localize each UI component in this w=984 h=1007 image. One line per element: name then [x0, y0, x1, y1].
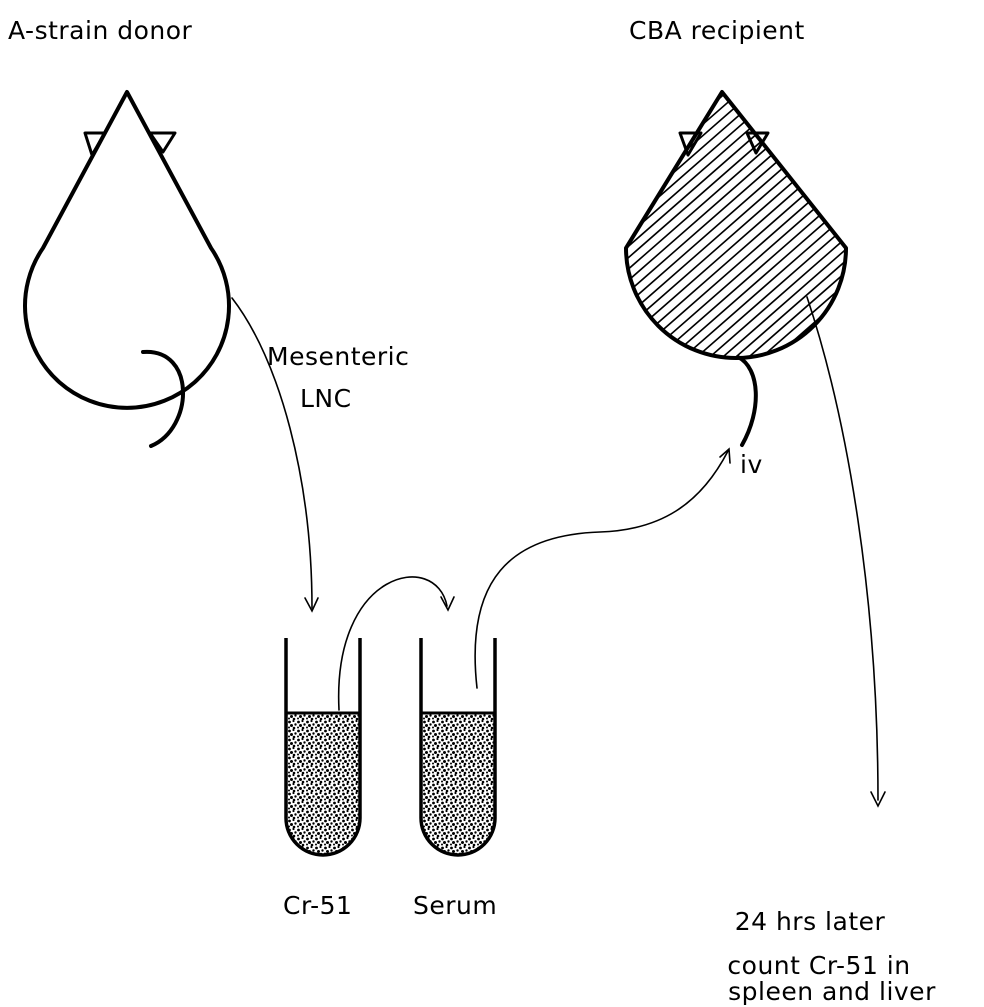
arrow-tube1-to-tube2 [339, 577, 447, 710]
hatch-line [838, 90, 984, 370]
hatch-line [383, 90, 703, 370]
hatch-line [84, 90, 404, 370]
hatch-line [370, 90, 690, 370]
hatch-line [305, 90, 625, 370]
hatch-line [253, 90, 573, 370]
hatch-line [201, 90, 521, 370]
hatch-line [162, 90, 482, 370]
hatch-line [292, 90, 612, 370]
route-label: iv [740, 450, 763, 479]
hatch-line [331, 90, 651, 370]
hatch-line [188, 90, 508, 370]
hatch-line [617, 90, 937, 370]
hatch-line [825, 90, 984, 370]
hatch-line [799, 90, 984, 370]
hatch-line [266, 90, 586, 370]
hatch-line [136, 90, 456, 370]
hatch-line [552, 90, 872, 370]
result-line2: count Cr-51 in [727, 951, 910, 980]
hatch-line [396, 90, 716, 370]
hatch-line [32, 90, 352, 370]
hatch-line [318, 90, 638, 370]
donor-mouse-ear-left [85, 133, 105, 155]
hatch-line [864, 90, 984, 370]
hatch-line [279, 90, 599, 370]
hatch-line [71, 90, 391, 370]
hatch-line [630, 90, 950, 370]
hatch-line [513, 90, 833, 370]
result-line3: spleen and liver [728, 977, 936, 1006]
cells-label-line2: LNC [300, 384, 352, 413]
hatch-line [734, 90, 984, 370]
donor-mouse-body [25, 92, 229, 408]
hatch-line [461, 90, 781, 370]
hatch-line [851, 90, 984, 370]
hatch-line [240, 90, 560, 370]
arrowhead-tube1-to-tube2 [441, 597, 454, 610]
hatch-line [357, 90, 677, 370]
donor-label: A-strain donor [8, 16, 193, 45]
recipient-mouse [0, 90, 984, 445]
donor-mouse [25, 92, 229, 446]
hatch-line [227, 90, 547, 370]
cells-label-line1: Mesenteric [267, 342, 409, 371]
hatch-line [812, 90, 984, 370]
hatch-line [435, 90, 755, 370]
hatch-line [565, 90, 885, 370]
tube-serum [415, 638, 505, 863]
tube-cr51 [280, 638, 370, 863]
hatch-line [773, 90, 984, 370]
donor-mouse-tail [143, 352, 183, 446]
recipient-mouse-tail [738, 357, 756, 445]
hatch-line [19, 90, 339, 370]
hatch-line [877, 90, 984, 370]
hatch-line [97, 90, 417, 370]
hatch-line [448, 90, 768, 370]
hatch-line [760, 90, 984, 370]
recipient-label: CBA recipient [629, 16, 805, 45]
hatch-line [175, 90, 495, 370]
hatch-line [578, 90, 898, 370]
tube-cr51-label: Cr-51 [283, 891, 352, 920]
hatch-line [669, 90, 984, 370]
tube-serum-label: Serum [413, 891, 497, 920]
hatch-line [344, 90, 664, 370]
arrow-recipient-to-result [807, 297, 878, 800]
hatch-line [214, 90, 534, 370]
hatch-line [149, 90, 469, 370]
result-line1: 24 hrs later [735, 907, 886, 936]
arrow-tube2-to-recipient [475, 451, 728, 688]
